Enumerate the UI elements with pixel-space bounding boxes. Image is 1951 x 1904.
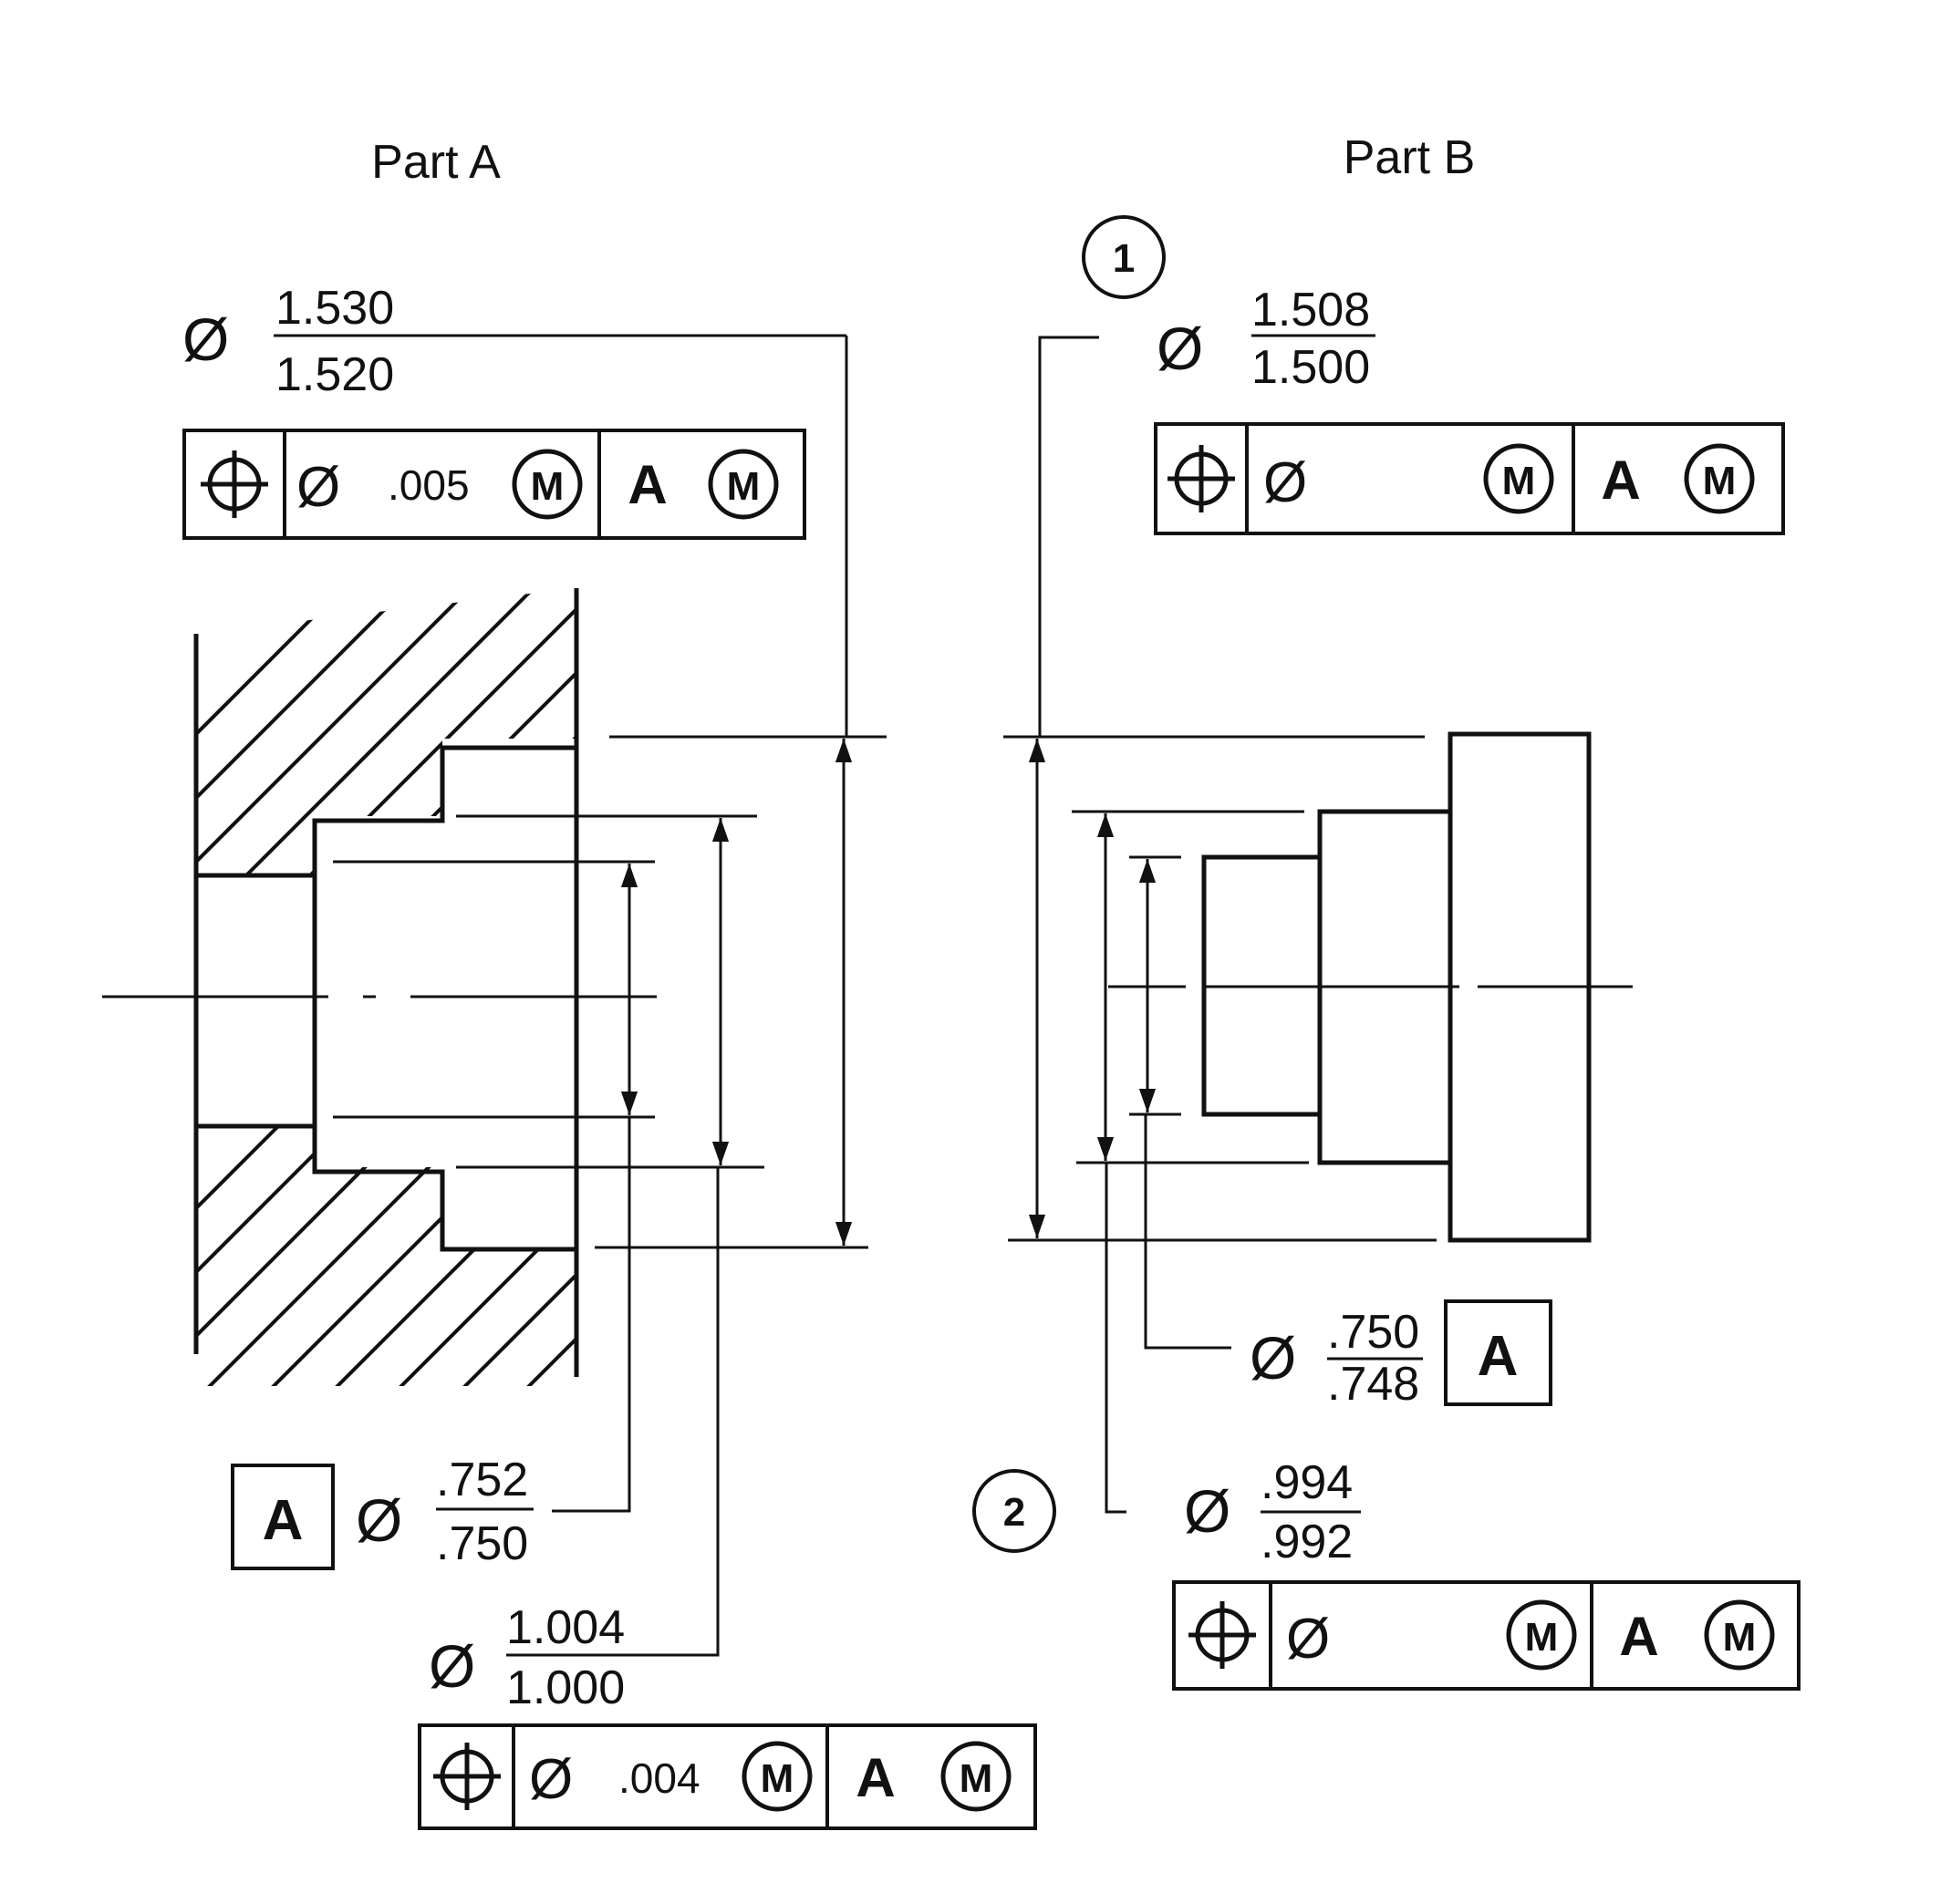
diameter-symbol: Ø [1250,1324,1296,1392]
diameter-symbol: Ø [429,1632,475,1700]
svg-text:M: M [1525,1615,1559,1660]
part-b-mid-diameter: Ø .994 .992 [1184,1456,1361,1568]
balloon-1: 1 [1082,215,1166,299]
lower-limit: .992 [1261,1516,1353,1568]
lower-limit: .750 [436,1517,528,1570]
datum-label: A [1478,1325,1519,1388]
balloon-2: 2 [972,1469,1056,1553]
mmc-modifier-icon: M [1684,443,1755,514]
lower-limit: 1.520 [275,348,394,401]
mmc-modifier-icon: M [1506,1599,1577,1671]
diameter-symbol: Ø [1184,1477,1230,1545]
part-b-outer-fcf: Ø M A M [1154,422,1785,535]
upper-limit: .752 [436,1454,528,1506]
mmc-modifier-icon: M [940,1741,1012,1812]
upper-limit: 1.004 [506,1601,625,1654]
part-b-extension-lines [1003,735,1437,1242]
mmc-modifier-icon: M [742,1741,813,1812]
part-b-mid-fcf: Ø M A M [1172,1580,1801,1691]
svg-text:M: M [531,464,565,509]
part-a-title: Part A [371,136,501,189]
diameter-symbol: Ø [1263,451,1307,514]
svg-text:1: 1 [1113,236,1135,281]
diameter-symbol: Ø [1157,315,1203,382]
datum-reference: A [628,454,667,515]
part-a-outer-fcf: Ø .005 M A M [182,429,806,540]
upper-limit: .994 [1261,1456,1353,1509]
diameter-symbol: Ø [296,456,340,519]
svg-text:M: M [1703,459,1737,503]
part-b-leaders [1105,1114,1231,1514]
upper-limit: 1.508 [1251,284,1370,336]
mmc-modifier-icon: M [1704,1599,1775,1671]
position-icon [201,450,268,518]
part-a-extension-lines [333,735,887,1249]
svg-text:M: M [727,464,761,509]
diameter-symbol: Ø [182,305,229,373]
tolerance-value: .004 [618,1754,700,1802]
svg-text:M: M [960,1756,993,1801]
part-b-small-diameter: Ø .750 .748 A [1250,1299,1552,1411]
part-a-outline [193,588,579,1377]
position-icon [433,1743,501,1810]
lower-limit: .748 [1327,1358,1419,1411]
mmc-modifier-icon: M [512,449,583,520]
lower-limit: 1.000 [506,1661,625,1714]
diameter-symbol: Ø [356,1486,402,1554]
svg-text:M: M [761,1756,794,1801]
part-b-outer-diameter: Ø 1.508 1.500 [1038,284,1375,737]
leader-line [1038,336,1099,737]
upper-limit: .750 [1327,1306,1419,1359]
diameter-symbol: Ø [1286,1608,1330,1671]
svg-text:M: M [1502,459,1536,503]
diameter-symbol: Ø [529,1748,573,1811]
part-b-title: Part B [1344,131,1476,184]
part-a-dimension-lines [620,739,853,1246]
part-a-leaders [552,1117,720,1657]
datum-label: A [263,1489,304,1552]
position-icon [1188,1601,1256,1669]
datum-reference: A [856,1747,895,1808]
upper-limit: 1.530 [275,282,394,335]
part-b-dimension-lines [1028,739,1157,1238]
part-a-small-diameter: A Ø .752 .750 [231,1454,534,1570]
datum-feature-box [231,1464,335,1570]
lower-limit: 1.500 [1251,341,1370,394]
datum-reference: A [1601,450,1640,511]
datum-feature-box [1444,1299,1552,1406]
svg-text:M: M [1723,1615,1757,1660]
mmc-modifier-icon: M [708,449,779,520]
mmc-modifier-icon: M [1483,443,1554,514]
part-a-mid-diameter: Ø 1.004 1.000 [429,1601,625,1714]
part-a-mid-fcf: Ø .004 M A M [418,1723,1037,1830]
position-icon [1167,445,1235,512]
svg-text:2: 2 [1003,1490,1025,1535]
datum-reference: A [1619,1606,1658,1667]
tolerance-value: .005 [388,461,470,509]
part-a-section-hatching [196,588,575,1386]
part-a-outer-diameter: Ø 1.530 1.520 [182,282,848,737]
